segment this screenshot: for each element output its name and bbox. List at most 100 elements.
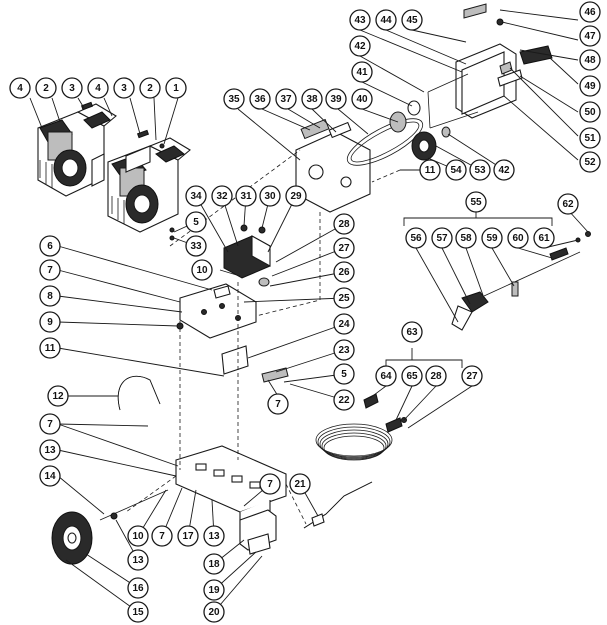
callout-number: 28 bbox=[338, 219, 350, 230]
callout-27: 27 bbox=[461, 365, 483, 387]
callout-number: 19 bbox=[208, 585, 220, 596]
callout-number: 42 bbox=[498, 165, 510, 176]
callout-number: 46 bbox=[584, 7, 596, 18]
callout-12: 12 bbox=[47, 385, 69, 407]
callout-circle bbox=[349, 9, 371, 31]
callout-circle bbox=[579, 151, 601, 173]
rear-handle bbox=[303, 481, 373, 529]
callout-62: 62 bbox=[557, 193, 579, 215]
callout-circle bbox=[349, 35, 371, 57]
handle-bar bbox=[117, 375, 161, 411]
callout-number: 54 bbox=[450, 165, 462, 176]
callout-number: 11 bbox=[425, 165, 436, 176]
callout-number: 5 bbox=[341, 369, 347, 380]
callout-circle bbox=[61, 77, 83, 99]
drive-belt bbox=[346, 118, 424, 166]
callout-number: 56 bbox=[410, 233, 422, 244]
callout-circle bbox=[333, 261, 355, 283]
callout-27: 27 bbox=[333, 237, 355, 259]
callout-number: 25 bbox=[338, 293, 350, 304]
callout-number: 29 bbox=[290, 191, 302, 202]
callout-circle bbox=[177, 525, 199, 547]
callout-number: 65 bbox=[406, 371, 418, 382]
callout-56: 56 bbox=[405, 227, 427, 249]
callout-circle bbox=[481, 227, 503, 249]
callout-23: 23 bbox=[333, 339, 355, 361]
callout-3: 3 bbox=[113, 77, 135, 99]
callout-2: 2 bbox=[139, 77, 161, 99]
callout-number: 59 bbox=[486, 233, 498, 244]
callout-circle bbox=[127, 525, 149, 547]
callout-30: 30 bbox=[259, 185, 281, 207]
engine-left bbox=[37, 103, 117, 197]
callout-16: 16 bbox=[127, 577, 149, 599]
callout-circle bbox=[127, 601, 149, 623]
callout-10: 10 bbox=[191, 259, 213, 281]
callout-number: 13 bbox=[132, 555, 144, 566]
callout-number: 7 bbox=[47, 419, 53, 430]
callout-circle bbox=[557, 193, 579, 215]
callout-circle bbox=[9, 77, 31, 99]
callout-number: 62 bbox=[562, 199, 574, 210]
callout-31: 31 bbox=[235, 185, 257, 207]
callout-26: 26 bbox=[333, 261, 355, 283]
callout-circle bbox=[203, 579, 225, 601]
callout-number: 55 bbox=[470, 197, 482, 208]
callout-number: 50 bbox=[584, 107, 596, 118]
callout-circle bbox=[445, 159, 467, 181]
hose-coil bbox=[315, 393, 407, 461]
callout-28: 28 bbox=[333, 213, 355, 235]
axle-wheel bbox=[51, 489, 169, 565]
callout-40: 40 bbox=[351, 88, 373, 110]
callout-number: 58 bbox=[460, 233, 472, 244]
callout-number: 15 bbox=[132, 607, 144, 618]
callout-42: 42 bbox=[349, 35, 371, 57]
callout-circle bbox=[533, 227, 555, 249]
callout-number: 6 bbox=[47, 241, 53, 252]
callout-number: 35 bbox=[228, 94, 240, 105]
callout-number: 43 bbox=[354, 15, 366, 26]
callout-25: 25 bbox=[333, 287, 355, 309]
callout-number: 2 bbox=[43, 83, 49, 94]
callout-number: 10 bbox=[196, 265, 208, 276]
callout-circle bbox=[579, 49, 601, 71]
callout-13: 13 bbox=[39, 439, 61, 461]
callout-number: 36 bbox=[254, 94, 266, 105]
callout-circle bbox=[579, 101, 601, 123]
callout-61: 61 bbox=[533, 227, 555, 249]
callout-number: 4 bbox=[95, 83, 101, 94]
callout-number: 34 bbox=[190, 191, 202, 202]
callout-circle bbox=[39, 235, 61, 257]
callout-number: 5 bbox=[193, 217, 199, 228]
callout-number: 42 bbox=[354, 41, 366, 52]
callout-circle bbox=[469, 159, 491, 181]
callout-number: 12 bbox=[52, 391, 64, 402]
callout-circle bbox=[87, 77, 109, 99]
callout-circle bbox=[579, 1, 601, 23]
callout-4: 4 bbox=[87, 77, 109, 99]
callout-45: 45 bbox=[401, 9, 423, 31]
callout-number: 53 bbox=[474, 165, 486, 176]
callout-7: 7 bbox=[39, 413, 61, 435]
callout-circle bbox=[191, 259, 213, 281]
callout-number: 48 bbox=[584, 55, 596, 66]
callout-circle bbox=[39, 259, 61, 281]
callout-circle bbox=[431, 227, 453, 249]
callout-11: 11 bbox=[419, 159, 441, 181]
callout-circle bbox=[455, 227, 477, 249]
callout-number: 7 bbox=[267, 479, 273, 490]
callout-13: 13 bbox=[127, 549, 149, 571]
foot-stand bbox=[239, 509, 277, 555]
callout-circle bbox=[203, 601, 225, 623]
callout-circle bbox=[185, 235, 207, 257]
callout-number: 10 bbox=[132, 531, 144, 542]
callout-circle bbox=[579, 25, 601, 47]
callout-43: 43 bbox=[349, 9, 371, 31]
callout-number: 30 bbox=[264, 191, 276, 202]
callout-14: 14 bbox=[39, 465, 61, 487]
callout-number: 52 bbox=[584, 157, 596, 168]
callout-circle bbox=[203, 553, 225, 575]
callout-number: 18 bbox=[208, 559, 220, 570]
callout-circle bbox=[425, 365, 447, 387]
